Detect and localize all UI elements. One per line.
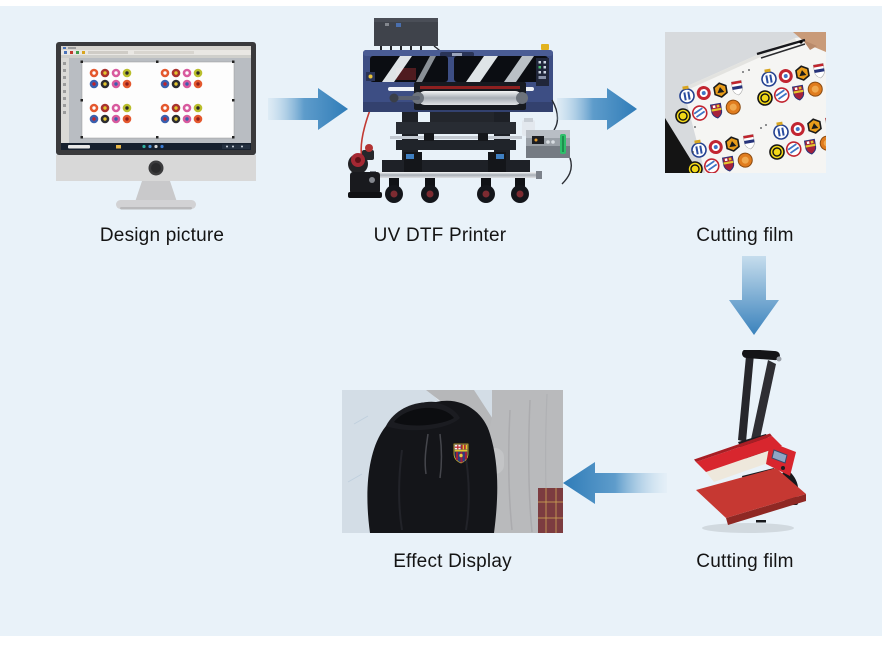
right-arrow-icon [268,88,348,130]
printer-roller [389,82,528,110]
effect-display-photo [342,390,563,533]
cutting-film-photo [665,32,826,173]
printer-viewing-windows [370,56,548,82]
taskbar [61,143,251,150]
right-arrow-icon [557,88,637,130]
left-arrow-icon [563,462,667,504]
plaid-skirt [538,488,563,533]
arrow-press-to-effect [563,461,667,505]
label-effect-display: Effect Display [393,551,512,572]
heat-press-figure [690,350,815,535]
design-monitor-figure [56,42,256,210]
monitor-stand-base [116,200,196,209]
scissors-icon [756,38,806,59]
drawstring [439,433,443,479]
lower-platen [696,468,806,525]
barcelona-crest-icon [453,443,469,464]
printer-yellow-knob [541,44,549,50]
film-sheet-scissors-image [665,32,826,173]
printer-control-panel [536,58,549,86]
uv-dtf-printer-figure [338,14,573,206]
drawstring [424,433,429,475]
printer-stand [370,112,542,179]
uv-dtf-film-sheet [683,34,826,173]
arrow-design-to-printer [268,87,350,131]
label-design-picture: Design picture [99,225,225,246]
hoodie-photo-image [342,390,563,533]
label-cutting-film-top: Cutting film [696,225,794,246]
uv-dtf-printer-icon [348,18,572,203]
design-canvas-selection-handles [80,60,235,139]
desktop-monitor-icon [56,42,256,210]
ink-pump [348,144,382,198]
heat-press-icon [694,350,806,533]
arrow-film-to-press [729,256,779,336]
hand-with-scissors [756,32,826,59]
monitor-stand-neck [135,181,177,202]
upper-platen [694,433,788,482]
arrow-printer-to-film [557,87,639,131]
printer-casters [385,178,529,203]
registration-dots [692,69,767,153]
press-control-box [766,442,796,476]
label-cutting-film-bottom: Cutting film [696,551,794,572]
black-hoodie [367,400,498,533]
laminator-unit [522,99,572,185]
label-uv-dtf-printer: UV DTF Printer [373,225,507,246]
printer-top-control-box [374,18,444,59]
press-handle [738,350,782,448]
down-arrow-icon [729,256,779,335]
